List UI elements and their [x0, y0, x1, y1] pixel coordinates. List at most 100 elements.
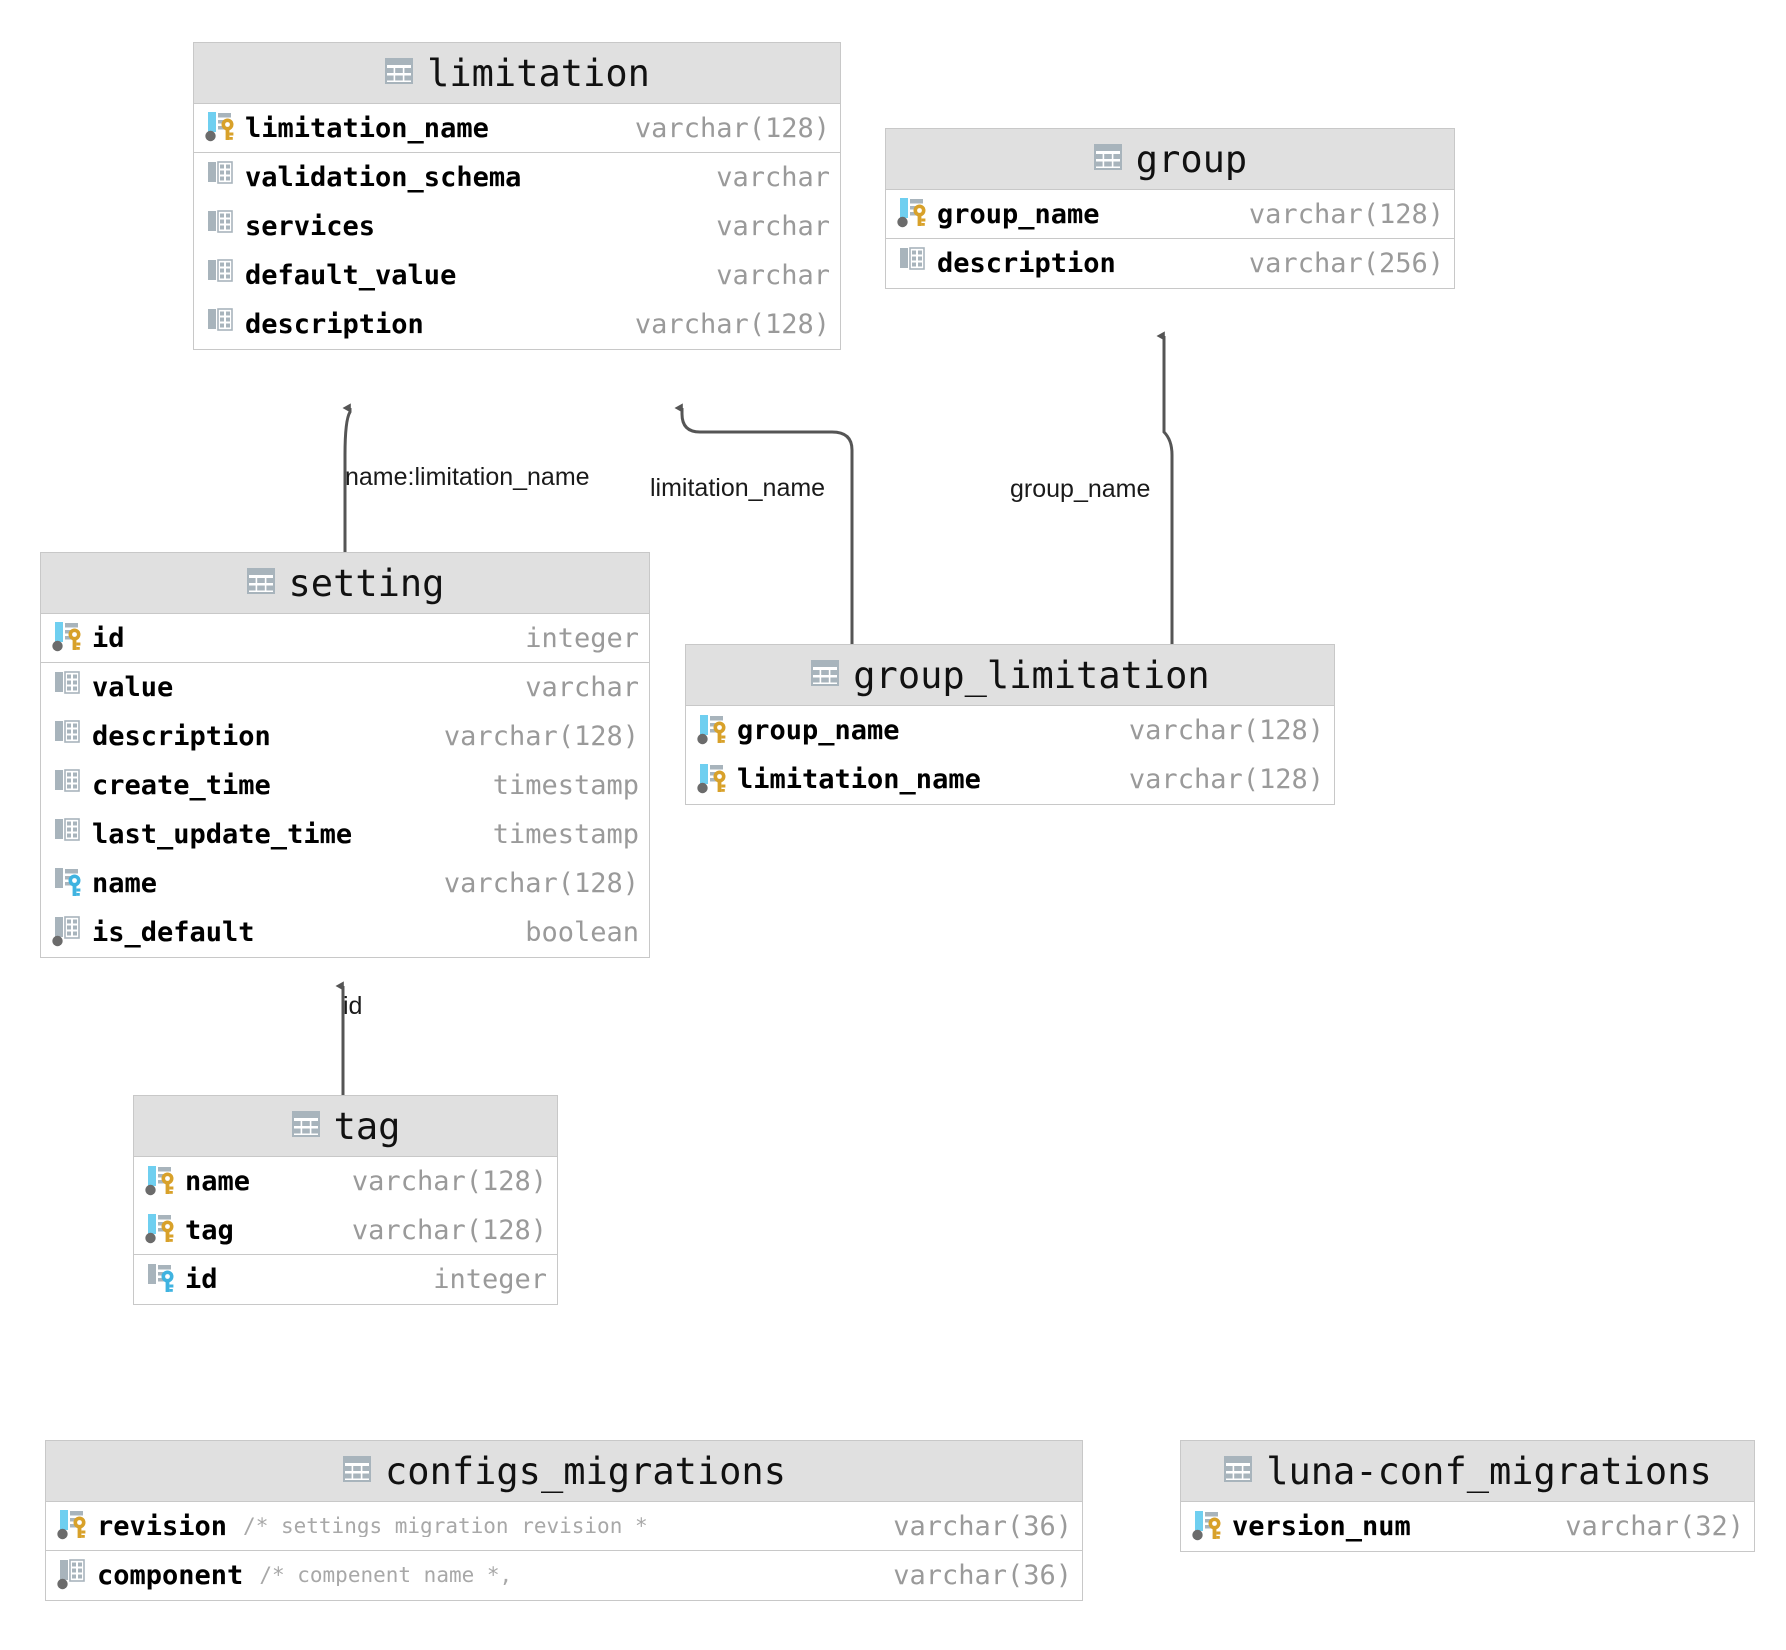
pk-notnull-icon	[203, 109, 239, 147]
erd-column-name: services	[245, 211, 376, 242]
edge-label-tag-to-setting: id	[343, 992, 363, 1020]
erd-column-type: varchar(128)	[634, 112, 830, 144]
edge-label-group-limitation-to-group: group_name	[1010, 475, 1151, 503]
erd-column-row[interactable]: revision/* settings migration revision *…	[46, 1502, 1082, 1551]
erd-table-header-tag[interactable]: tag	[134, 1096, 557, 1157]
pk-notnull-icon	[895, 195, 931, 233]
table-grid-icon	[1093, 142, 1123, 176]
erd-column-type: varchar(128)	[1128, 764, 1324, 795]
erd-column-row[interactable]: services varchar	[194, 202, 840, 251]
erd-column-type: timestamp	[492, 770, 639, 801]
erd-column-row[interactable]: group_name varchar(128)	[686, 706, 1334, 755]
pk-notnull-icon	[695, 712, 731, 750]
erd-column-name: value	[92, 672, 174, 703]
erd-column-type: varchar(128)	[351, 1214, 547, 1246]
erd-column-row[interactable]: description varchar(128)	[41, 712, 649, 761]
erd-column-name: name	[92, 868, 158, 899]
erd-column-type: varchar(36)	[893, 1510, 1072, 1542]
notnull-column-icon	[55, 1557, 91, 1595]
erd-column-type: integer	[433, 1264, 547, 1295]
erd-column-comment: /* compenent name *,	[259, 1565, 513, 1586]
erd-column-row[interactable]: id integer	[134, 1255, 557, 1304]
index-key-icon	[50, 865, 86, 903]
erd-table-columns-luna-conf_migrations: version_num varchar(32)	[1181, 1502, 1754, 1551]
pk-notnull-icon	[143, 1211, 179, 1249]
erd-table-limitation[interactable]: limitation limitation_name varchar(128) val…	[193, 42, 841, 350]
column-icon	[203, 306, 239, 344]
edge-group-limitation-to-limitation	[674, 403, 854, 644]
index-key-icon	[143, 1261, 179, 1299]
erd-column-type: integer	[525, 622, 639, 654]
erd-column-row[interactable]: version_num varchar(32)	[1181, 1502, 1754, 1551]
erd-table-header-group[interactable]: group	[886, 129, 1454, 190]
erd-column-type: varchar	[716, 162, 830, 193]
erd-column-type: timestamp	[492, 819, 639, 850]
erd-column-row[interactable]: description varchar(256)	[886, 239, 1454, 288]
erd-column-row[interactable]: last_update_time timestamp	[41, 810, 649, 859]
column-icon	[203, 208, 239, 246]
pk-notnull-icon	[50, 619, 86, 657]
erd-column-name: limitation_name	[245, 112, 489, 144]
erd-column-type: varchar	[716, 211, 830, 242]
erd-column-row[interactable]: limitation_name varchar(128)	[194, 104, 840, 153]
erd-table-title: configs_migrations	[385, 1449, 786, 1493]
erd-table-header-setting[interactable]: setting	[41, 553, 649, 614]
erd-column-row[interactable]: create_time timestamp	[41, 761, 649, 810]
column-icon	[50, 767, 86, 805]
erd-column-name: tag	[185, 1214, 234, 1246]
erd-column-row[interactable]: tag varchar(128)	[134, 1206, 557, 1255]
erd-column-name: description	[937, 248, 1116, 279]
erd-table-luna-conf_migrations[interactable]: luna-conf_migrations version_num varchar(3…	[1180, 1440, 1755, 1552]
erd-column-name: is_default	[92, 917, 255, 948]
erd-column-row[interactable]: component/* compenent name *,varchar(36)	[46, 1551, 1082, 1600]
erd-column-type: varchar(256)	[1248, 248, 1444, 279]
erd-column-name: version_num	[1232, 1511, 1411, 1542]
table-grid-icon	[810, 658, 840, 692]
erd-column-type: varchar(128)	[634, 309, 830, 340]
column-icon	[50, 669, 86, 707]
erd-table-header-group_limitation[interactable]: group_limitation	[686, 645, 1334, 706]
erd-column-name: default_value	[245, 260, 457, 291]
erd-column-name: id	[185, 1264, 218, 1295]
notnull-column-icon	[50, 914, 86, 952]
erd-column-name: revision	[97, 1510, 228, 1542]
erd-table-title: luna-conf_migrations	[1266, 1449, 1712, 1493]
column-icon	[895, 245, 931, 283]
erd-column-name: create_time	[92, 770, 271, 801]
erd-column-type: varchar(128)	[443, 721, 639, 752]
erd-table-header-luna-conf_migrations[interactable]: luna-conf_migrations	[1181, 1441, 1754, 1502]
erd-column-name: description	[92, 721, 271, 752]
erd-column-type: varchar(128)	[1128, 715, 1324, 746]
erd-column-name: group_name	[737, 715, 900, 746]
erd-table-title: setting	[288, 561, 445, 605]
erd-table-header-limitation[interactable]: limitation	[194, 43, 840, 104]
table-grid-icon	[1223, 1454, 1253, 1488]
erd-column-type: varchar(32)	[1565, 1511, 1744, 1542]
pk-notnull-icon	[695, 761, 731, 799]
column-icon	[50, 718, 86, 756]
erd-table-configs_migrations[interactable]: configs_migrations revision/* settings mi…	[45, 1440, 1083, 1601]
pk-notnull-icon	[1190, 1508, 1226, 1546]
erd-table-columns-configs_migrations: revision/* settings migration revision *…	[46, 1502, 1082, 1600]
erd-table-header-configs_migrations[interactable]: configs_migrations	[46, 1441, 1082, 1502]
erd-column-name: last_update_time	[92, 819, 353, 850]
table-grid-icon	[342, 1454, 372, 1488]
